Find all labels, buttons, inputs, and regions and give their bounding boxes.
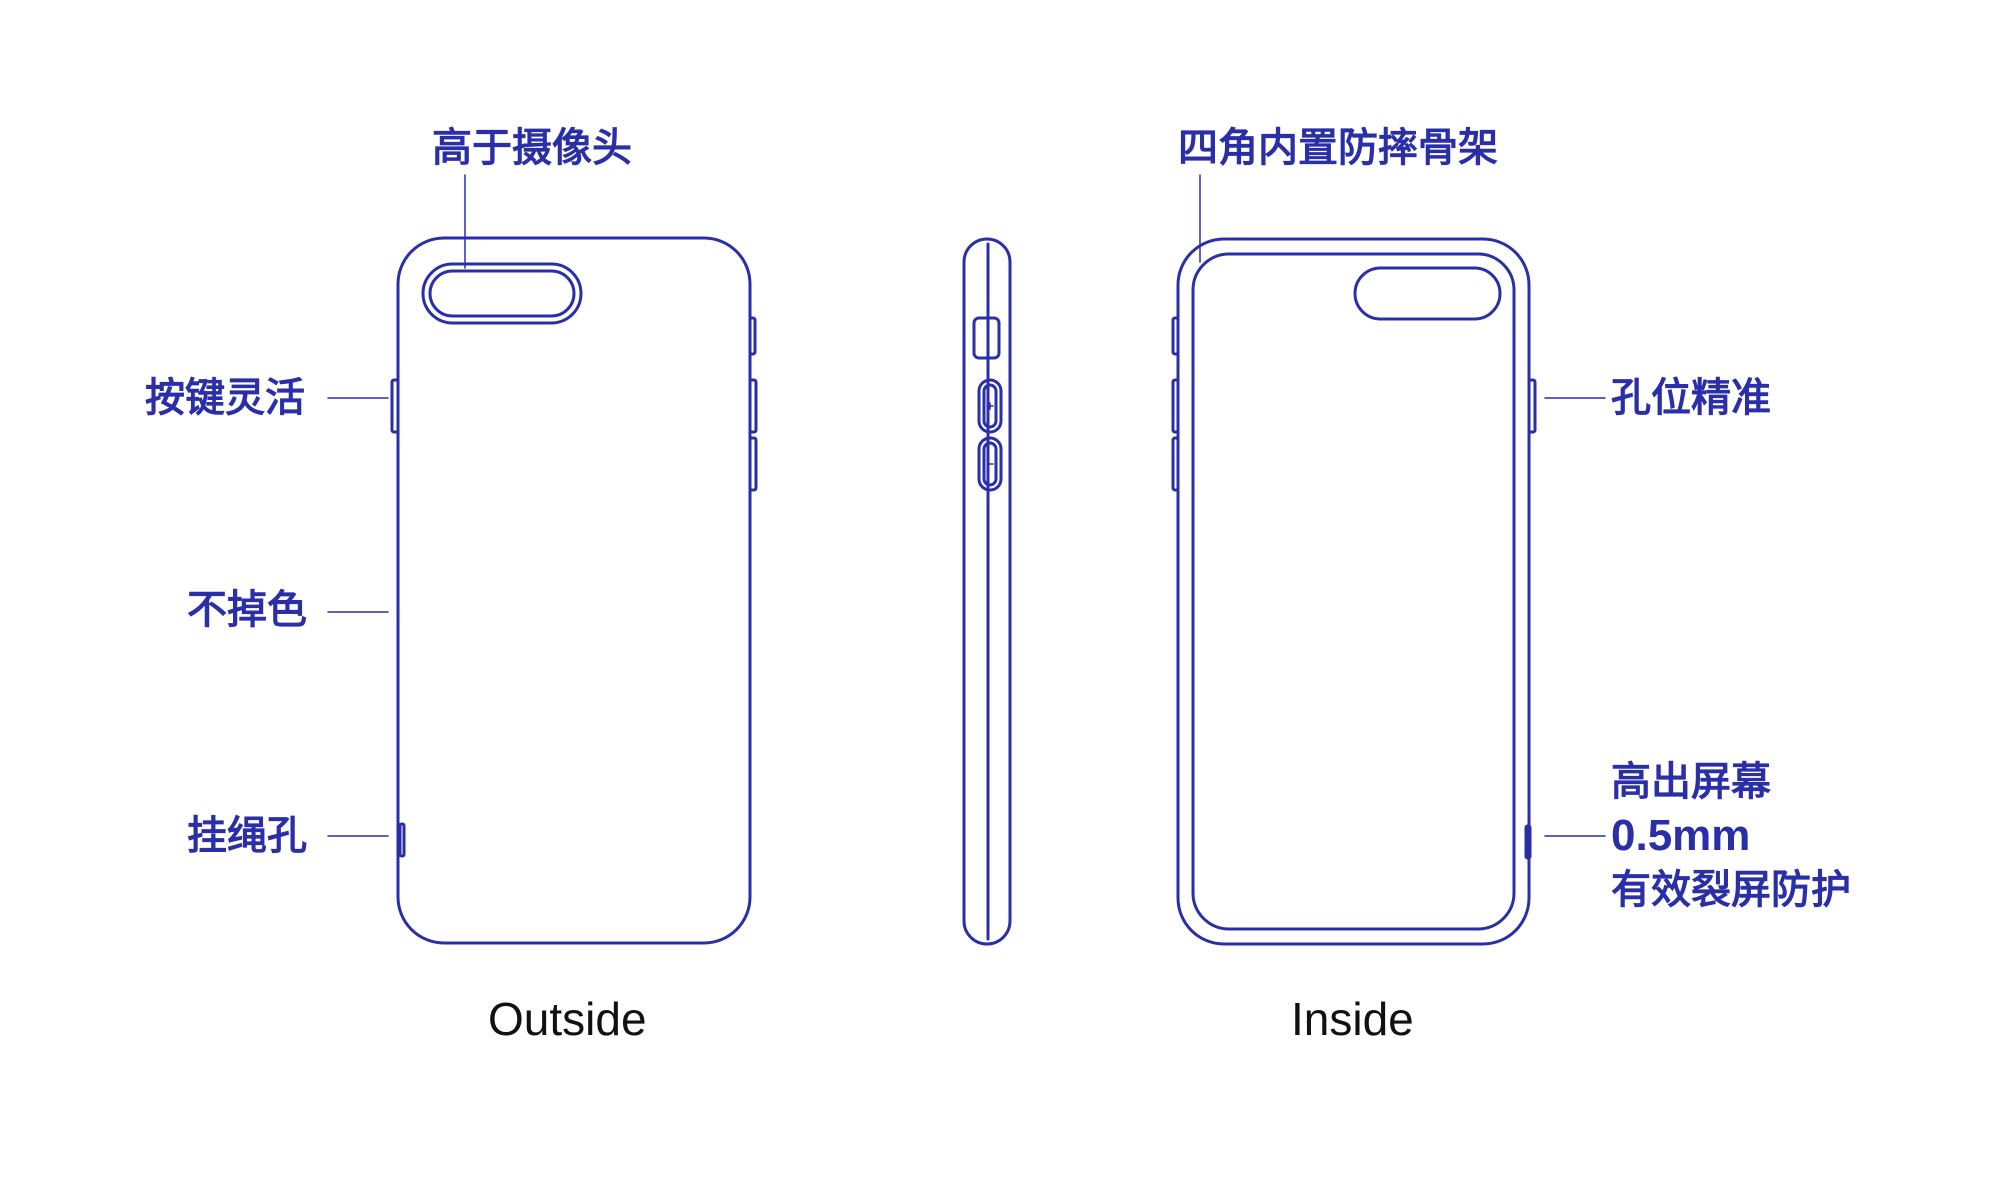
inside-left-button-2 bbox=[1171, 436, 1180, 492]
label-camera: 高于摄像头 bbox=[432, 125, 632, 171]
inside-right-slot bbox=[1524, 824, 1532, 860]
caption-outside: Outside bbox=[488, 993, 647, 1045]
outside-right-button-1 bbox=[748, 378, 758, 434]
side-case bbox=[962, 237, 1012, 946]
side-volume-down-inner bbox=[982, 441, 998, 487]
inside-left-button-1 bbox=[1171, 378, 1180, 434]
outside-camera-ring bbox=[421, 262, 583, 325]
label-screen-protection: 高出屏幕 0.5mm 有效裂屏防护 bbox=[1611, 762, 1851, 922]
inside-case bbox=[1171, 237, 1537, 946]
label-buttons: 按键灵活 bbox=[145, 375, 305, 421]
outside-case-body bbox=[396, 236, 752, 945]
side-volume-up-inner bbox=[982, 383, 998, 429]
outside-lanyard-hole bbox=[398, 822, 406, 858]
side-volume-down bbox=[977, 436, 1003, 492]
outside-case bbox=[390, 236, 758, 945]
label-lanyard: 挂绳孔 bbox=[187, 813, 307, 859]
inside-case-outer bbox=[1176, 237, 1531, 946]
outside-right-button-2 bbox=[748, 436, 758, 492]
inside-right-button bbox=[1527, 378, 1537, 434]
inside-case-inner bbox=[1191, 252, 1516, 931]
label-corner-frame: 四角内置防摔骨架 bbox=[1178, 125, 1498, 171]
label-screen-line3: 有效裂屏防护 bbox=[1611, 867, 1851, 913]
outside-right-switch bbox=[748, 316, 757, 356]
inside-left-switch bbox=[1171, 316, 1180, 356]
caption-inside: Inside bbox=[1291, 993, 1414, 1045]
label-holes: 孔位精准 bbox=[1611, 375, 1771, 421]
outside-camera-inner bbox=[428, 269, 576, 318]
side-mute-switch bbox=[972, 316, 1001, 360]
label-screen-line2: 0.5mm bbox=[1611, 811, 1751, 860]
inside-camera-hole bbox=[1353, 266, 1502, 321]
leader-lines bbox=[327, 174, 1606, 837]
side-volume-up bbox=[977, 378, 1003, 434]
label-screen-line1: 高出屏幕 bbox=[1611, 759, 1771, 805]
side-case-outer bbox=[962, 237, 1012, 946]
label-no-fade: 不掉色 bbox=[187, 587, 307, 633]
outside-left-button bbox=[390, 378, 400, 434]
